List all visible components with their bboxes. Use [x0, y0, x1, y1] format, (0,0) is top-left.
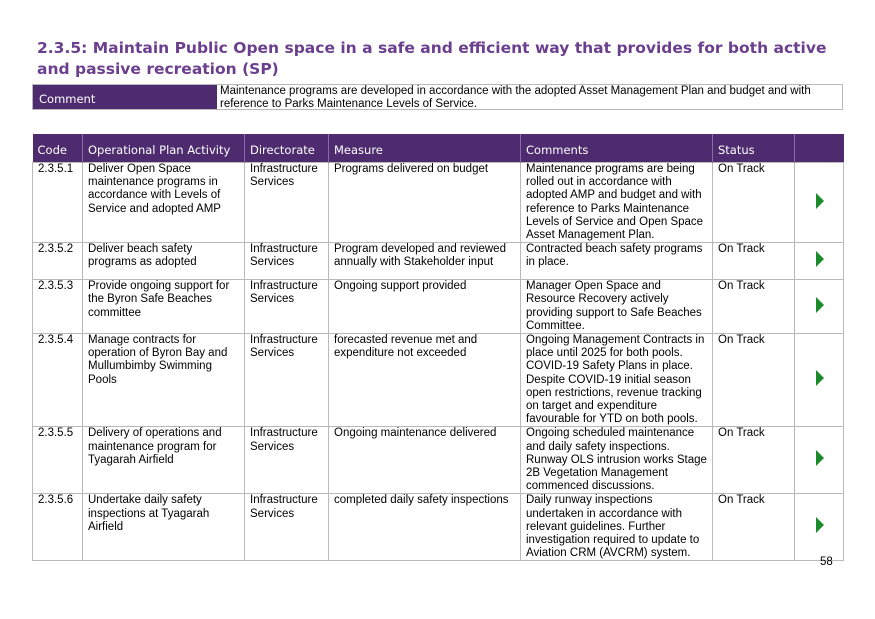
header-code: Code: [32, 134, 83, 163]
cell-directorate: Infrastructure Services: [244, 426, 329, 495]
cell-activity: Provide ongoing support for the Byron Sa…: [82, 279, 245, 335]
table-row: 2.3.5.5 Delivery of operations and maint…: [32, 426, 844, 495]
table-row: 2.3.5.2 Deliver beach safety programs as…: [32, 242, 844, 281]
cell-activity: Delivery of operations and maintenance p…: [82, 426, 245, 495]
cell-status: On Track: [712, 333, 795, 428]
comment-label: Comment: [33, 85, 217, 109]
cell-comments: Ongoing scheduled maintenance and daily …: [520, 426, 713, 495]
cell-comments: Maintenance programs are being rolled ou…: [520, 161, 713, 244]
row-action-cell[interactable]: [794, 493, 844, 562]
cell-directorate: Infrastructure Services: [244, 279, 329, 335]
cell-code: 2.3.5.6: [32, 493, 83, 562]
table-header-row: Code Operational Plan Activity Directora…: [32, 134, 844, 163]
cell-measure: forecasted revenue met and expenditure n…: [328, 333, 521, 428]
comment-box: Comment Maintenance programs are develop…: [32, 84, 843, 110]
cell-code: 2.3.5.1: [32, 161, 83, 244]
cell-directorate: Infrastructure Services: [244, 242, 329, 281]
play-arrow-icon[interactable]: [816, 251, 824, 268]
play-arrow-icon[interactable]: [816, 370, 824, 387]
table-row: 2.3.5.3 Provide ongoing support for the …: [32, 279, 844, 335]
row-action-cell[interactable]: [794, 161, 844, 244]
row-action-cell[interactable]: [794, 333, 844, 428]
cell-activity: Manage contracts for operation of Byron …: [82, 333, 245, 428]
play-arrow-icon[interactable]: [816, 296, 824, 313]
cell-activity: Deliver Open Space maintenance programs …: [82, 161, 245, 244]
cell-measure: Ongoing support provided: [328, 279, 521, 335]
cell-measure: Programs delivered on budget: [328, 161, 521, 244]
cell-code: 2.3.5.5: [32, 426, 83, 495]
header-comments: Comments: [520, 134, 713, 163]
table-row: 2.3.5.6 Undertake daily safety inspectio…: [32, 493, 844, 562]
table-row: 2.3.5.4 Manage contracts for operation o…: [32, 333, 844, 428]
cell-measure: Ongoing maintenance delivered: [328, 426, 521, 495]
cell-activity: Undertake daily safety inspections at Ty…: [82, 493, 245, 562]
header-action: [794, 134, 844, 163]
header-directorate: Directorate: [244, 134, 329, 163]
cell-measure: Program developed and reviewed annually …: [328, 242, 521, 281]
comment-text: Maintenance programs are developed in ac…: [220, 85, 811, 110]
header-status: Status: [712, 134, 795, 163]
cell-activity: Deliver beach safety programs as adopted: [82, 242, 245, 281]
header-measure: Measure: [328, 134, 521, 163]
cell-code: 2.3.5.4: [32, 333, 83, 428]
row-action-cell[interactable]: [794, 279, 844, 335]
row-action-cell[interactable]: [794, 426, 844, 495]
page-number: 58: [820, 556, 833, 568]
cell-status: On Track: [712, 426, 795, 495]
cell-status: On Track: [712, 493, 795, 562]
cell-comments: Contracted beach safety programs in plac…: [520, 242, 713, 281]
cell-code: 2.3.5.2: [32, 242, 83, 281]
play-arrow-icon[interactable]: [816, 450, 824, 467]
page-heading: 2.3.5: Maintain Public Open space in a s…: [37, 39, 827, 78]
cell-measure: completed daily safety inspections: [328, 493, 521, 562]
cell-comments: Manager Open Space and Resource Recovery…: [520, 279, 713, 335]
play-arrow-icon[interactable]: [816, 517, 824, 534]
cell-status: On Track: [712, 161, 795, 244]
cell-status: On Track: [712, 279, 795, 335]
cell-code: 2.3.5.3: [32, 279, 83, 335]
play-arrow-icon[interactable]: [816, 192, 824, 209]
operational-plan-table: Code Operational Plan Activity Directora…: [32, 134, 844, 562]
cell-directorate: Infrastructure Services: [244, 161, 329, 244]
cell-status: On Track: [712, 242, 795, 281]
cell-comments: Daily runway inspections undertaken in a…: [520, 493, 713, 562]
row-action-cell[interactable]: [794, 242, 844, 281]
header-activity: Operational Plan Activity: [82, 134, 245, 163]
table-row: 2.3.5.1 Deliver Open Space maintenance p…: [32, 161, 844, 244]
cell-directorate: Infrastructure Services: [244, 333, 329, 428]
cell-directorate: Infrastructure Services: [244, 493, 329, 562]
cell-comments: Ongoing Management Contracts in place un…: [520, 333, 713, 428]
